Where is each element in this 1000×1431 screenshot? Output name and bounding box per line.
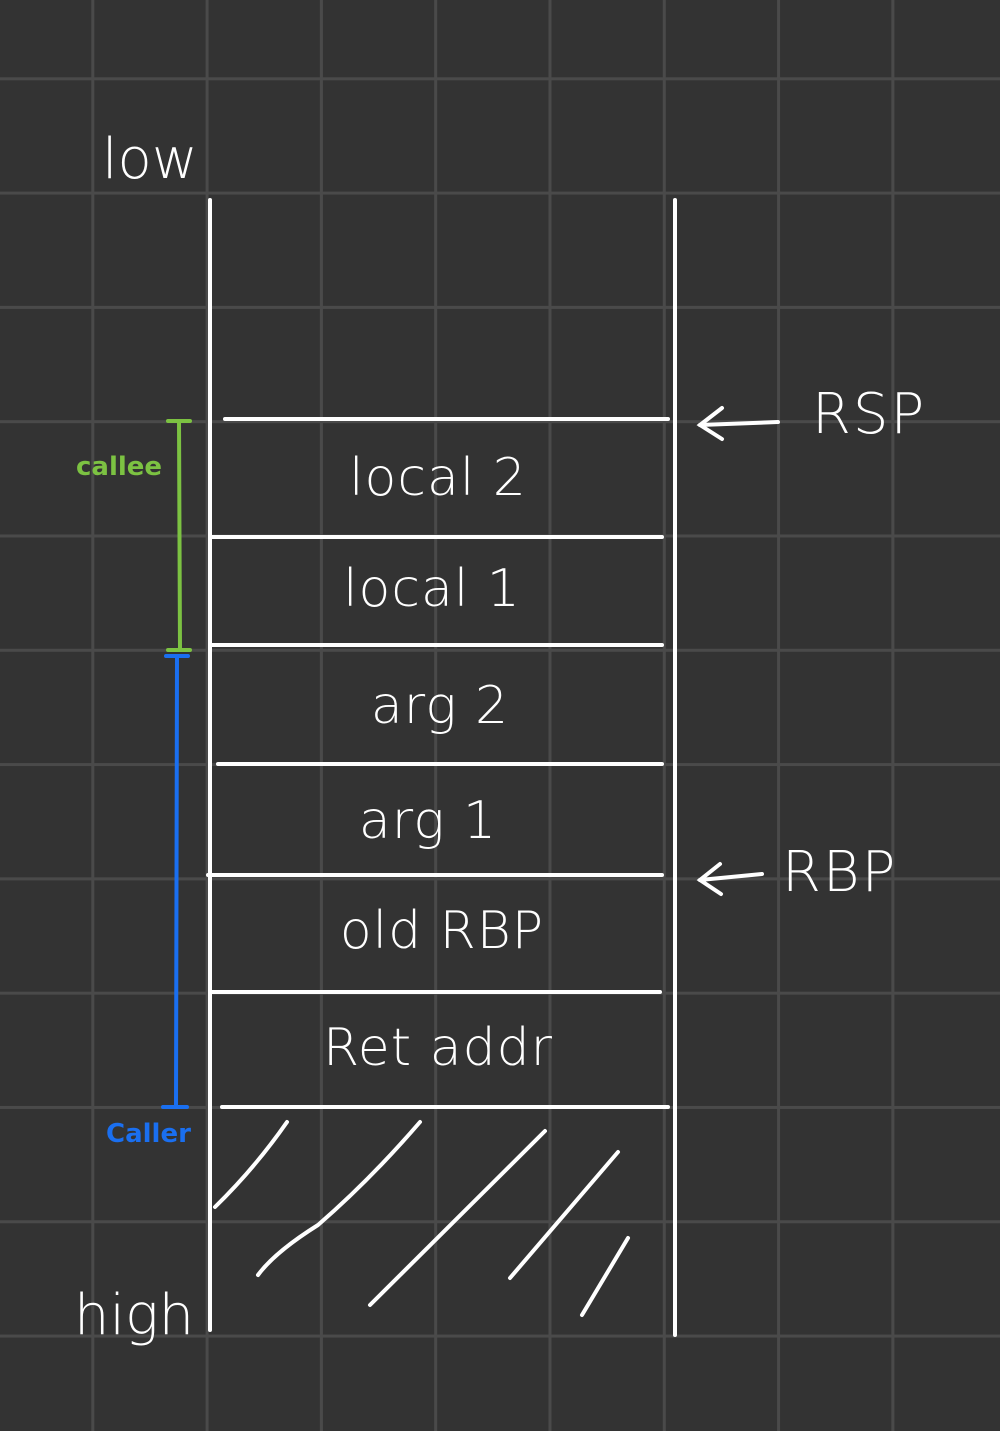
low-address-label: low bbox=[102, 127, 198, 192]
stack-cell-label: local 1 bbox=[343, 559, 521, 619]
callee-bracket bbox=[166, 419, 192, 652]
callee-label: callee bbox=[76, 452, 163, 482]
stack-cell-label: local 2 bbox=[349, 448, 527, 508]
stack-cell-label: old RBP bbox=[339, 901, 545, 961]
stack-cell-label: arg 2 bbox=[370, 676, 510, 736]
hatched-region bbox=[213, 1120, 630, 1317]
stack-cell-label: Ret addr bbox=[323, 1018, 553, 1078]
high-address-label: high bbox=[74, 1283, 195, 1348]
rsp-arrow-icon bbox=[696, 406, 780, 441]
caller-label: Caller bbox=[106, 1119, 191, 1149]
rsp-pointer-label: RSP bbox=[812, 382, 927, 447]
rbp-arrow-icon bbox=[696, 862, 764, 896]
stack-cell-label: arg 1 bbox=[358, 791, 498, 851]
caller-bracket bbox=[161, 654, 190, 1109]
rbp-pointer-label: RBP bbox=[782, 840, 898, 905]
